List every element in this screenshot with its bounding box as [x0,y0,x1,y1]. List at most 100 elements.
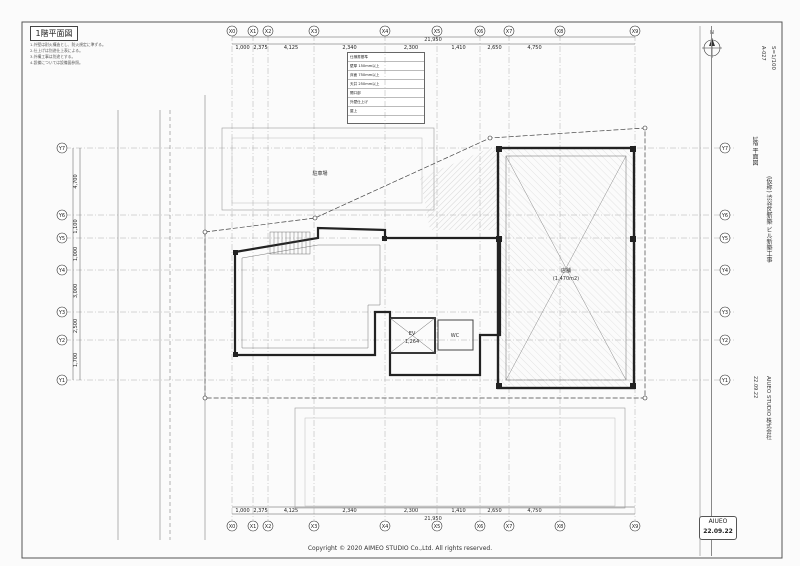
grid-label-y: Y2 [721,338,728,344]
stamp-date: 22.09.22 [703,528,733,535]
grid-label-y: Y6 [58,213,65,219]
grid-label-y: Y4 [58,268,65,274]
note-line: 1.外壁は耐火構造とし、防火規定に準ずる。 [30,42,106,47]
north-label: N [710,30,714,36]
grid-label-x: X2 [265,29,272,35]
dimension-value: 2,375 [253,45,267,51]
dimension-value: 4,125 [284,45,298,51]
grid-label-y: Y5 [58,236,65,242]
schedule-row: 壁厚 150mm以上 [348,62,424,71]
stairs [269,231,311,255]
grid-label-x: X0 [229,524,236,530]
grid-label-x: X8 [557,29,564,35]
dimension-value: 2,500 [73,319,79,333]
grid-label-x: X9 [632,524,639,530]
copyright-text: Copyright © 2020 AIMEO STUDIO Co.,Ltd. A… [307,545,493,552]
grid-label-x: X6 [477,29,484,35]
grid-label-y: Y3 [58,310,65,316]
dimension-value: 2,375 [253,508,267,514]
finish-schedule-table: 仕様書基準 壁厚 150mm以上 床面 750mm以上 天井 250mm以上 開… [347,52,425,124]
dimension-value: 4,700 [73,174,79,188]
dimension-value: 1,410 [451,508,465,514]
north-arrow-icon [702,38,722,58]
schedule-row: 外壁仕上げ [348,98,424,107]
grid-label-x: X3 [311,524,318,530]
grid-label-x: X4 [382,29,389,35]
room-label-ev: EV [409,331,416,337]
schedule-row: 天井 250mm以上 [348,80,424,89]
title-block-scale: S=1/100 [770,46,776,70]
neighbour-building-lower [294,407,626,509]
grid-label-x: X0 [229,29,236,35]
stamp-top: AIUEO [708,518,728,525]
ev-core [389,317,436,354]
grid-label-x: X6 [477,524,484,530]
dimension-value: 1,000 [73,247,79,261]
store-diagonal [505,155,627,381]
dimension-total-top: 21,950 [424,37,442,43]
schedule-row: 開口部 [348,89,424,98]
grid-bubbles-left [56,142,68,386]
grid-label-x: X3 [311,29,318,35]
general-notes: 1.外壁は耐火構造とし、防火規定に準ずる。 2.仕上げは別途仕上表による。 3.… [30,42,180,66]
grid-bubbles-right [719,142,731,386]
room-label-wc: WC [451,333,460,339]
dimension-value: 1,000 [235,45,249,51]
title-block-date: 22.09.22 [752,376,758,399]
neighbour-building-upper-inner [231,137,423,204]
schedule-row: 仕様書基準 [348,53,424,62]
grid-label-y: Y1 [721,378,728,384]
dimension-total-bottom: 21,950 [424,516,442,522]
grid-label-x: X7 [506,29,513,35]
sheet-title: 1階平面図 [30,26,78,41]
room-label-store-sub: (1,470m2) [553,276,579,282]
note-line: 3.外構工事は別途とする。 [30,54,76,59]
dimension-value: 4,750 [527,508,541,514]
road-lines [117,95,206,540]
grid-labels-x-top: X0 X1 X2 X3 X4 X5 X6 X7 X8 X9 [229,29,639,35]
title-block-drawing-name: 1階 平面図 [751,136,758,166]
dimension-value: 2,650 [487,45,501,51]
dimension-value: 4,750 [527,45,541,51]
grid-label-y: Y1 [58,378,65,384]
neighbour-building-upper [221,127,435,211]
grid-label-x: X5 [434,29,441,35]
sidewalk-hatch [420,148,500,230]
left-building-inner [241,244,381,349]
grid-label-y: Y5 [721,236,728,242]
room-label-store: 店舗 [561,267,571,274]
dimension-value: 1,700 [73,353,79,367]
dimension-value: 2,340 [342,508,356,514]
grid-label-x: X1 [250,524,257,530]
title-block-project: (仮称) 渋谷区新築 ビル新築工事 [765,176,772,263]
approval-stamp: AIUEO 22.09.22 [699,516,737,540]
note-line: 4.設備については設備図参照。 [30,60,83,65]
schedule-row: 屋上 [348,107,424,116]
grid-label-x: X5 [434,524,441,530]
dimension-value: 1,410 [451,45,465,51]
grid-bubbles-top [226,25,641,37]
dimension-value: 1,100 [73,219,79,233]
schedule-row: 床面 750mm以上 [348,71,424,80]
title-block: S=1/100 A-027 1階 平面図 (仮称) 渋谷区新築 ビル新築工事 A… [711,26,782,556]
grid-label-x: X9 [632,29,639,35]
dimension-value: 2,300 [404,45,418,51]
dimension-value: 2,300 [404,508,418,514]
grid-label-x: X1 [250,29,257,35]
left-building-wall [233,226,502,377]
dimension-value: 1,000 [235,508,249,514]
grid-label-x: X4 [382,524,389,530]
dimension-line-top [232,36,635,515]
neighbour-building-lower-inner [304,417,616,507]
columns [233,146,636,389]
sheet-border [21,21,783,559]
grid-label-y: Y4 [721,268,728,274]
